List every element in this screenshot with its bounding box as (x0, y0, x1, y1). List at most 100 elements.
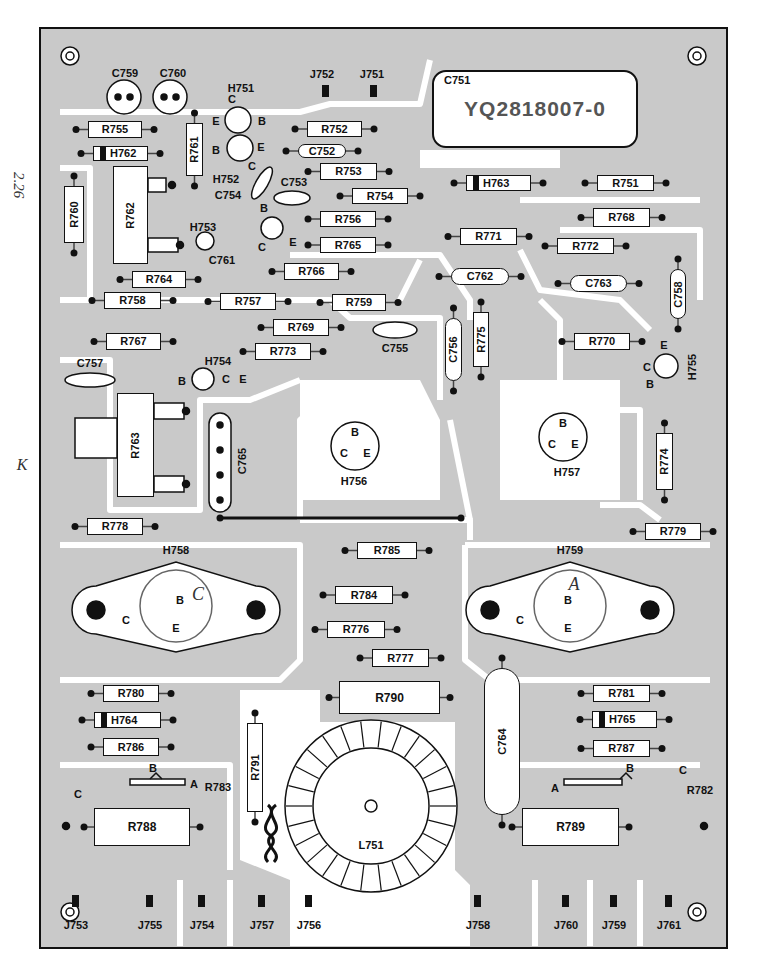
pin-letter: C (340, 448, 348, 459)
handwritten-note: C (192, 585, 204, 603)
resistor-box: R757 (220, 293, 276, 310)
diode-band (101, 712, 107, 728)
capacitor-oval: C764 (484, 668, 520, 815)
pin-letter: A (551, 783, 559, 794)
part-number: H765 (609, 714, 635, 725)
part-number: R759 (346, 297, 372, 308)
mounting-holes (61, 47, 706, 921)
resistor-box: R790 (339, 681, 440, 714)
resistor-box: R781 (593, 685, 650, 702)
part-label: J761 (657, 920, 681, 931)
pin-letter: E (571, 439, 578, 450)
part-number: R780 (118, 688, 144, 699)
capacitor-oval: C752 (298, 144, 346, 158)
resistor-box: R769 (273, 319, 329, 336)
pin-letter: C (228, 94, 236, 105)
part-number: R781 (608, 688, 634, 699)
part-label: H756 (341, 476, 367, 487)
part-label: H759 (557, 545, 583, 556)
resistor-box: R774 (656, 433, 673, 490)
part-label: J755 (138, 920, 162, 931)
part-number: R764 (146, 274, 172, 285)
resistor-box: R767 (106, 333, 161, 350)
resistor-box: R773 (255, 343, 311, 360)
part-number: C752 (309, 146, 335, 157)
resistor-box: R760 (64, 186, 84, 243)
part-label: J759 (602, 920, 626, 931)
part-label: J753 (64, 920, 88, 931)
part-number: R755 (102, 124, 128, 135)
pin-letter: B (646, 379, 654, 390)
pin-letter: B (176, 595, 184, 606)
part-number: R784 (351, 590, 377, 601)
resistor-box: R786 (103, 738, 159, 756)
part-number: R768 (608, 212, 634, 223)
resistor-box: R771 (460, 228, 517, 245)
toroid-inductor (265, 720, 457, 892)
part-label: J760 (554, 920, 578, 931)
part-label: J754 (190, 920, 214, 931)
pin-letter: C (258, 242, 266, 253)
part-number: H762 (110, 148, 136, 159)
pin-letter: B (178, 376, 186, 387)
resistor-box: R776 (327, 621, 385, 638)
part-number: R758 (119, 295, 145, 306)
part-label: L751 (358, 840, 383, 851)
pin-letter: B (559, 418, 567, 429)
pin-letter: C (74, 789, 82, 800)
resistor-box: R778 (87, 518, 143, 535)
part-number: C763 (585, 278, 611, 289)
pin-letter: E (212, 116, 219, 127)
pin-letter: E (564, 623, 571, 634)
pin-letter: C (643, 362, 651, 373)
part-number: H763 (483, 178, 509, 189)
part-number: R751 (612, 178, 638, 189)
resistor-box: R752 (307, 121, 362, 137)
part-label: H757 (554, 467, 580, 478)
part-label: C755 (382, 343, 408, 354)
part-number: R762 (125, 202, 136, 228)
wire-jumper (217, 515, 465, 522)
diode-band (599, 711, 605, 728)
part-number: R770 (589, 336, 615, 347)
board-outline (40, 28, 727, 948)
part-number: R789 (556, 821, 585, 833)
diode-band (473, 175, 479, 191)
part-number: R756 (335, 214, 361, 225)
capacitor-symbols (65, 80, 417, 512)
resistor-box: R768 (593, 208, 650, 227)
part-number: R772 (572, 241, 598, 252)
part-label: C765 (237, 448, 248, 474)
part-number: C764 (496, 728, 507, 754)
handwritten-note: 2.26 (11, 172, 26, 198)
pin-letter: C (222, 374, 230, 385)
pin-letter: B (149, 763, 157, 774)
resistor-box: R775 (473, 312, 489, 367)
resistor-box: R765 (320, 237, 376, 253)
part-number: R771 (475, 231, 501, 242)
part-label: H754 (205, 356, 231, 367)
resistor-box: R770 (574, 333, 630, 350)
part-label: C761 (209, 255, 235, 266)
power-resistor: R763 (117, 393, 154, 497)
part-number: R752 (321, 124, 347, 135)
part-marking: YQ2818007-0 (464, 98, 606, 119)
part-number: R773 (270, 346, 296, 357)
capacitor-box: C751YQ2818007-0 (432, 70, 638, 148)
pin-letter: B (258, 116, 266, 127)
part-label: H751 (228, 83, 254, 94)
part-label: H758 (163, 545, 189, 556)
handwritten-note: A (569, 575, 580, 593)
part-number: R765 (335, 240, 361, 251)
resistor-box: R791 (247, 723, 263, 812)
part-label: J751 (360, 69, 384, 80)
part-label: J757 (250, 920, 274, 931)
capacitor-oval: C762 (451, 268, 509, 285)
diode-box: H763 (466, 175, 531, 191)
part-number: R763 (130, 432, 141, 458)
part-number: C756 (448, 336, 459, 362)
capacitor-oval: C756 (445, 318, 462, 381)
resistor-box: R766 (284, 263, 339, 280)
pin-letter: E (660, 340, 667, 351)
